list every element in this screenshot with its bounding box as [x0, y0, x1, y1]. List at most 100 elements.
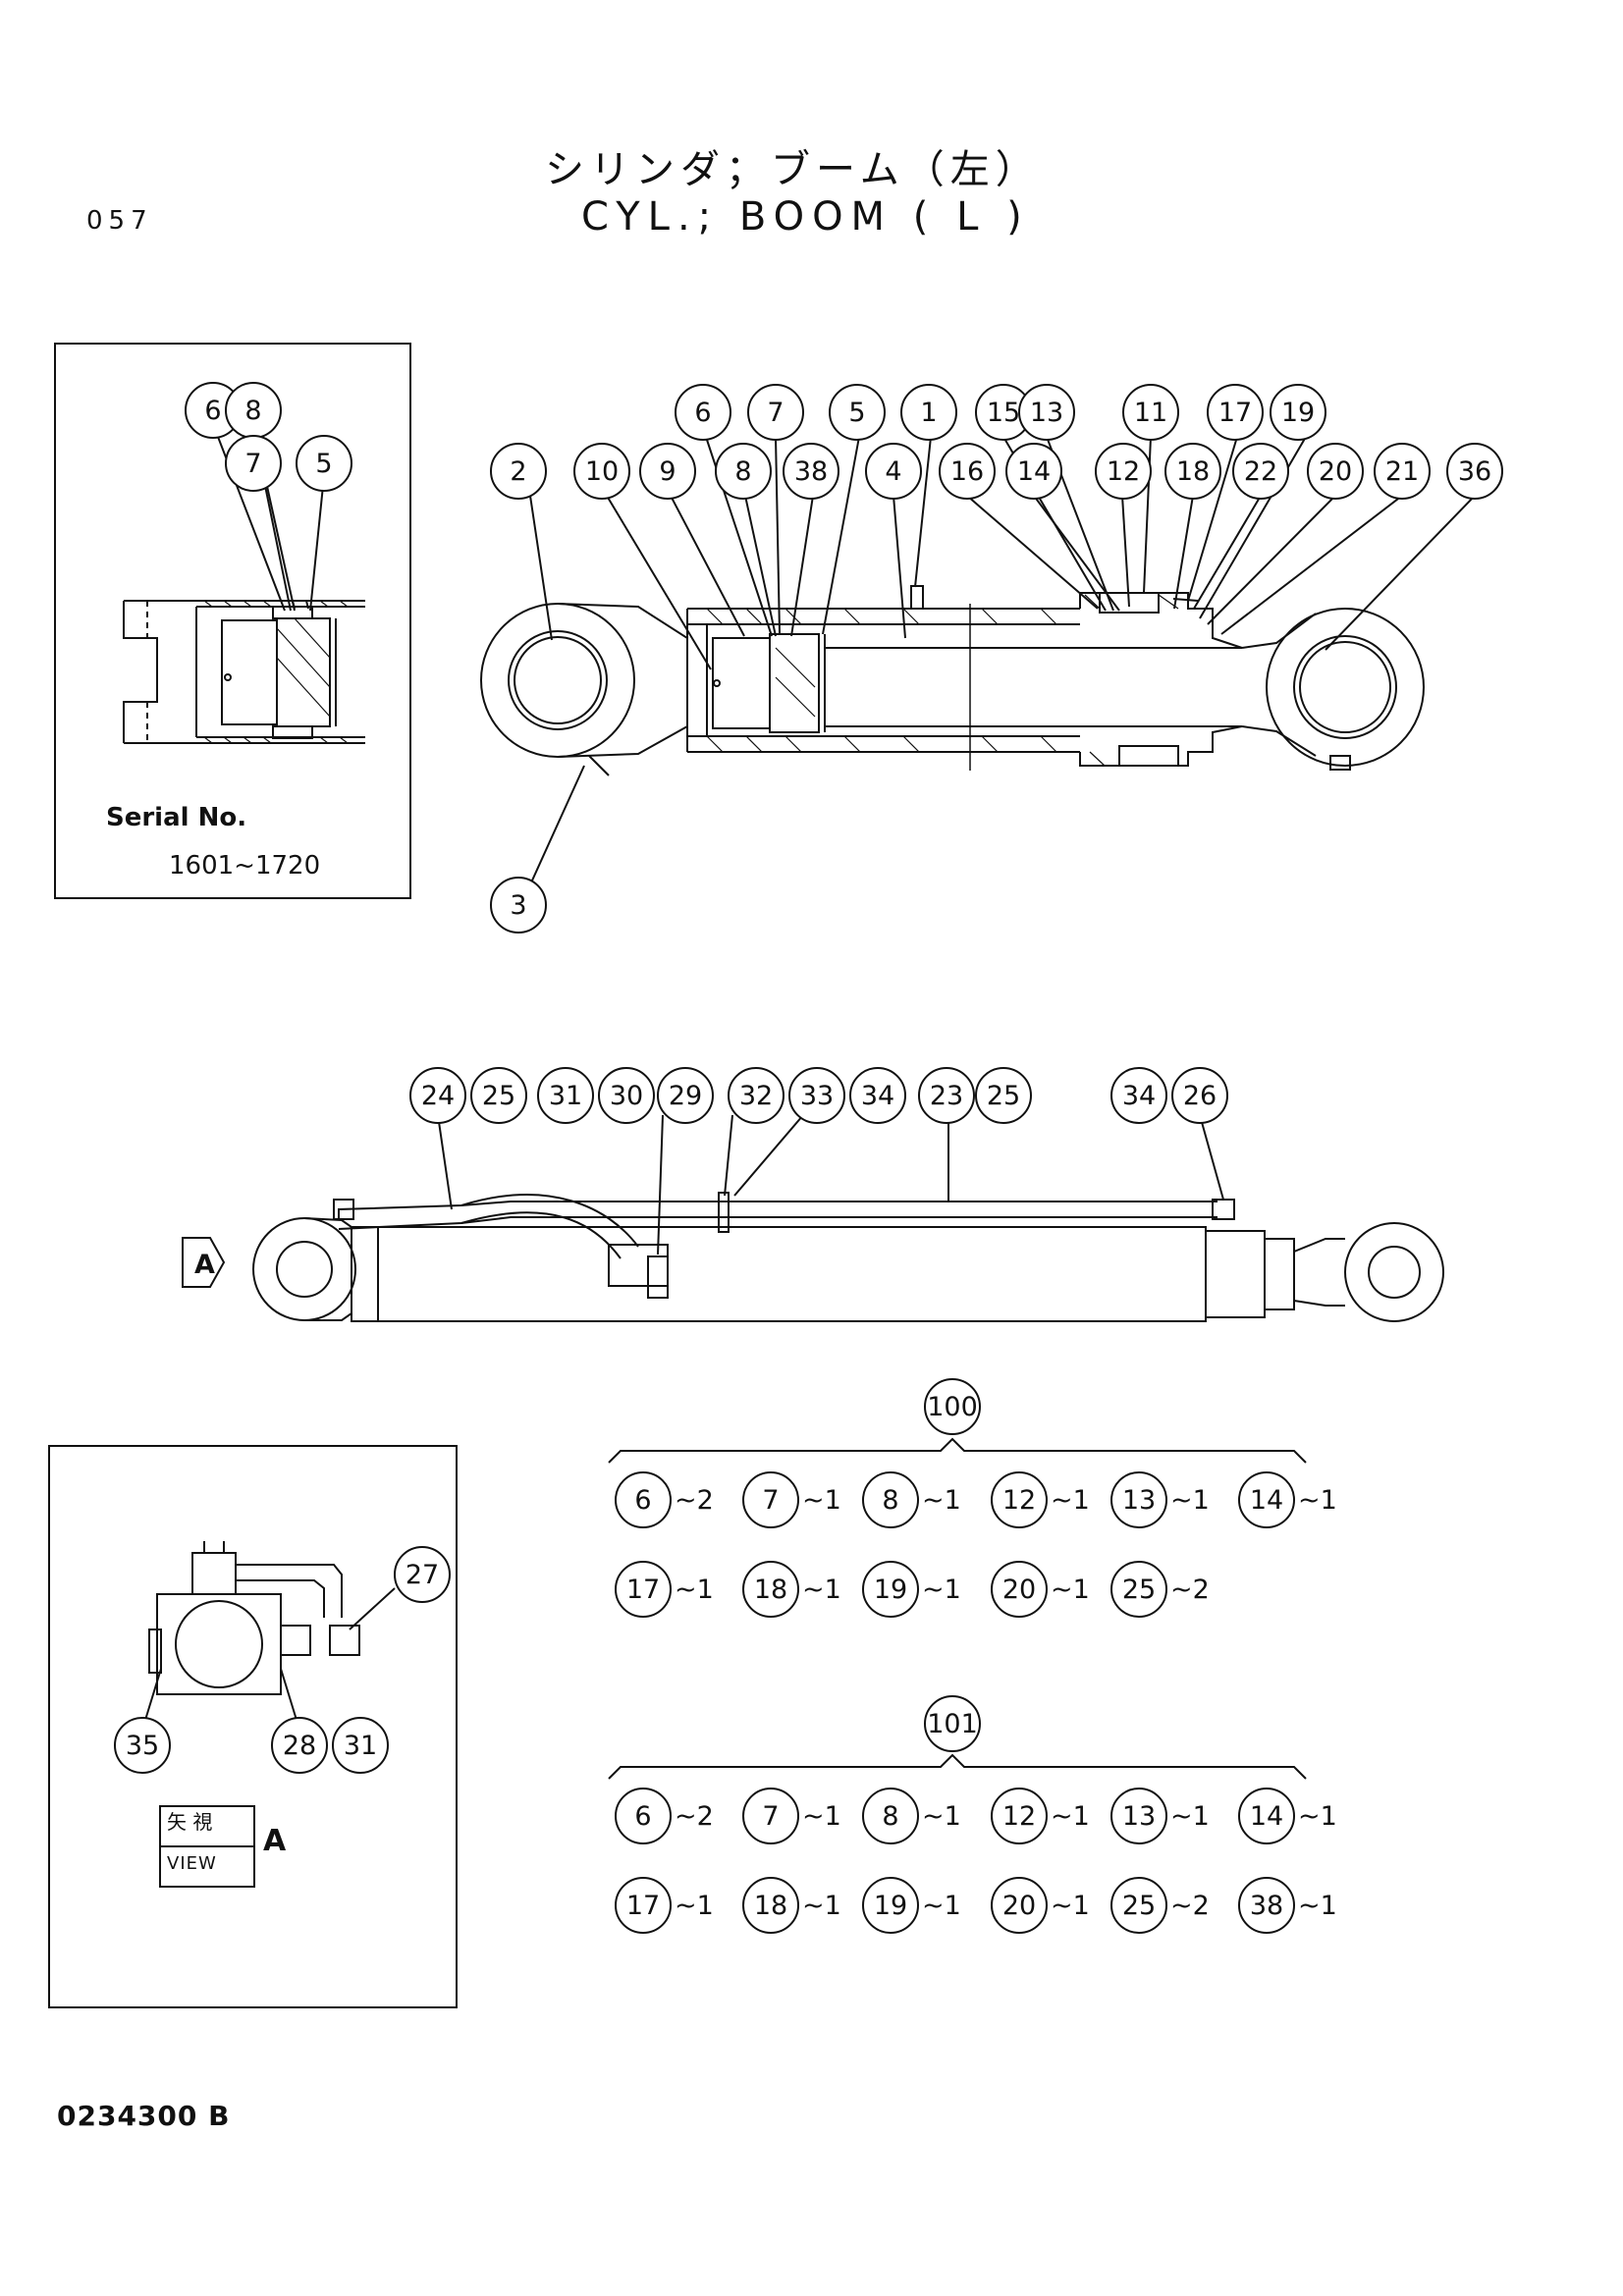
view-a-frame	[48, 1445, 458, 2008]
external-callout-25-label: 25	[987, 1081, 1020, 1111]
main-callout-22: 22	[1232, 443, 1289, 500]
view-label-en: VIEW	[167, 1853, 217, 1874]
view-arrow-label: A	[194, 1250, 215, 1280]
kit-101-part-14: 14	[1238, 1788, 1295, 1844]
kit-101-qty-8: ~1	[922, 1801, 961, 1832]
main-callout-14: 14	[1005, 443, 1062, 500]
kit-101-part-8: 8	[862, 1788, 919, 1844]
external-callout-34-label: 34	[1122, 1081, 1156, 1111]
view-a-callout-31-label: 31	[344, 1731, 377, 1761]
kit-101-part-6-label: 6	[634, 1801, 651, 1832]
page-number: 057	[86, 206, 153, 236]
main-callout-17: 17	[1207, 384, 1264, 441]
kit-100-qty-13: ~1	[1170, 1485, 1210, 1516]
main-callout-17-label: 17	[1218, 398, 1252, 428]
kit-100-part-7: 7	[742, 1471, 799, 1528]
kit-100-part-20: 20	[991, 1561, 1048, 1618]
main-callout-14-label: 14	[1017, 456, 1051, 487]
external-callout-30-label: 30	[610, 1081, 643, 1111]
main-callout-18-label: 18	[1176, 456, 1210, 487]
kit-101-part-12: 12	[991, 1788, 1048, 1844]
kit-101-part-38-label: 38	[1250, 1891, 1283, 1921]
kit-101-part-13-label: 13	[1122, 1801, 1156, 1832]
external-view-drawing	[182, 1192, 1444, 1322]
external-callout-31: 31	[537, 1067, 594, 1124]
kit-101-callout: 101	[924, 1695, 981, 1752]
main-callout-13-label: 13	[1030, 398, 1063, 428]
kit-100-callout: 100	[924, 1378, 981, 1435]
kit-101-qty-6: ~2	[675, 1801, 714, 1832]
kit-101-part-18: 18	[742, 1877, 799, 1934]
main-callout-3-label: 3	[510, 890, 526, 921]
main-callout-36: 36	[1446, 443, 1503, 500]
kit-100-part-13-label: 13	[1122, 1485, 1156, 1516]
title-english: CYL.; BOOM ( L )	[581, 194, 1030, 240]
kit-100-qty-20: ~1	[1051, 1575, 1090, 1605]
main-callout-21: 21	[1374, 443, 1431, 500]
external-callout-32-label: 32	[739, 1081, 773, 1111]
kit-100-part-8-label: 8	[882, 1485, 898, 1516]
document-number: 0234300 B	[57, 2100, 231, 2132]
kit-101-part-20-label: 20	[1002, 1891, 1036, 1921]
kit-100-part-12: 12	[991, 1471, 1048, 1528]
view-a-leaders	[141, 1587, 396, 1731]
external-callout-23: 23	[918, 1067, 975, 1124]
main-callout-16: 16	[939, 443, 996, 500]
main-callout-7-label: 7	[767, 398, 784, 428]
main-section-drawing	[480, 585, 1425, 776]
main-callout-1-label: 1	[920, 398, 937, 428]
kit-101-brace	[608, 1753, 1307, 1780]
kit-101-part-38: 38	[1238, 1877, 1295, 1934]
kit-100-part-25-label: 25	[1122, 1575, 1156, 1605]
kit-100-part-7-label: 7	[762, 1485, 779, 1516]
kit-101-callout-label: 101	[927, 1709, 978, 1739]
kit-101-part-18-label: 18	[754, 1891, 787, 1921]
kit-100-part-17-label: 17	[626, 1575, 660, 1605]
main-callout-8: 8	[715, 443, 772, 500]
kit-101-qty-7: ~1	[802, 1801, 841, 1832]
main-callout-11: 11	[1122, 384, 1179, 441]
view-a-callout-35-label: 35	[126, 1731, 159, 1761]
external-callout-29: 29	[657, 1067, 714, 1124]
kit-101-qty-18: ~1	[802, 1891, 841, 1921]
kit-101-qty-38: ~1	[1298, 1891, 1337, 1921]
view-a-drawing	[148, 1541, 360, 1695]
kit-100-part-8: 8	[862, 1471, 919, 1528]
inset-frame	[54, 343, 411, 899]
kit-100-part-19-label: 19	[874, 1575, 907, 1605]
kit-101-qty-12: ~1	[1051, 1801, 1090, 1832]
kit-101-part-19-label: 19	[874, 1891, 907, 1921]
main-callout-16-label: 16	[950, 456, 984, 487]
kit-101-part-12-label: 12	[1002, 1801, 1036, 1832]
inset-callout-8: 8	[225, 382, 282, 439]
external-callout-25-label: 25	[482, 1081, 515, 1111]
main-callout-4-label: 4	[885, 456, 901, 487]
main-callout-9: 9	[639, 443, 696, 500]
view-a-callout-31: 31	[332, 1717, 389, 1774]
inset-callout-5-label: 5	[315, 449, 332, 479]
kit-100-brace	[608, 1437, 1307, 1464]
kit-100-qty-12: ~1	[1051, 1485, 1090, 1516]
main-callout-12: 12	[1095, 443, 1152, 500]
view-label-letter: A	[263, 1824, 287, 1858]
serial-range: 1601~1720	[169, 851, 321, 881]
view-label-jp: 矢 視	[167, 1810, 213, 1834]
kit-101-part-14-label: 14	[1250, 1801, 1283, 1832]
external-callout-34: 34	[1110, 1067, 1167, 1124]
inset-callout-6-label: 6	[204, 396, 221, 426]
external-callout-33: 33	[788, 1067, 845, 1124]
external-callout-34: 34	[849, 1067, 906, 1124]
kit-100-qty-17: ~1	[675, 1575, 714, 1605]
kit-100-qty-19: ~1	[922, 1575, 961, 1605]
kit-100-qty-6: ~2	[675, 1485, 714, 1516]
kit-100-part-25: 25	[1110, 1561, 1167, 1618]
kit-101-part-17: 17	[615, 1877, 672, 1934]
main-callout-10: 10	[573, 443, 630, 500]
external-callout-26-label: 26	[1183, 1081, 1217, 1111]
external-callout-34-label: 34	[861, 1081, 894, 1111]
main-callout-38-label: 38	[794, 456, 828, 487]
main-callout-6: 6	[675, 384, 731, 441]
kit-100-qty-18: ~1	[802, 1575, 841, 1605]
kit-101-qty-17: ~1	[675, 1891, 714, 1921]
main-callout-19: 19	[1270, 384, 1326, 441]
